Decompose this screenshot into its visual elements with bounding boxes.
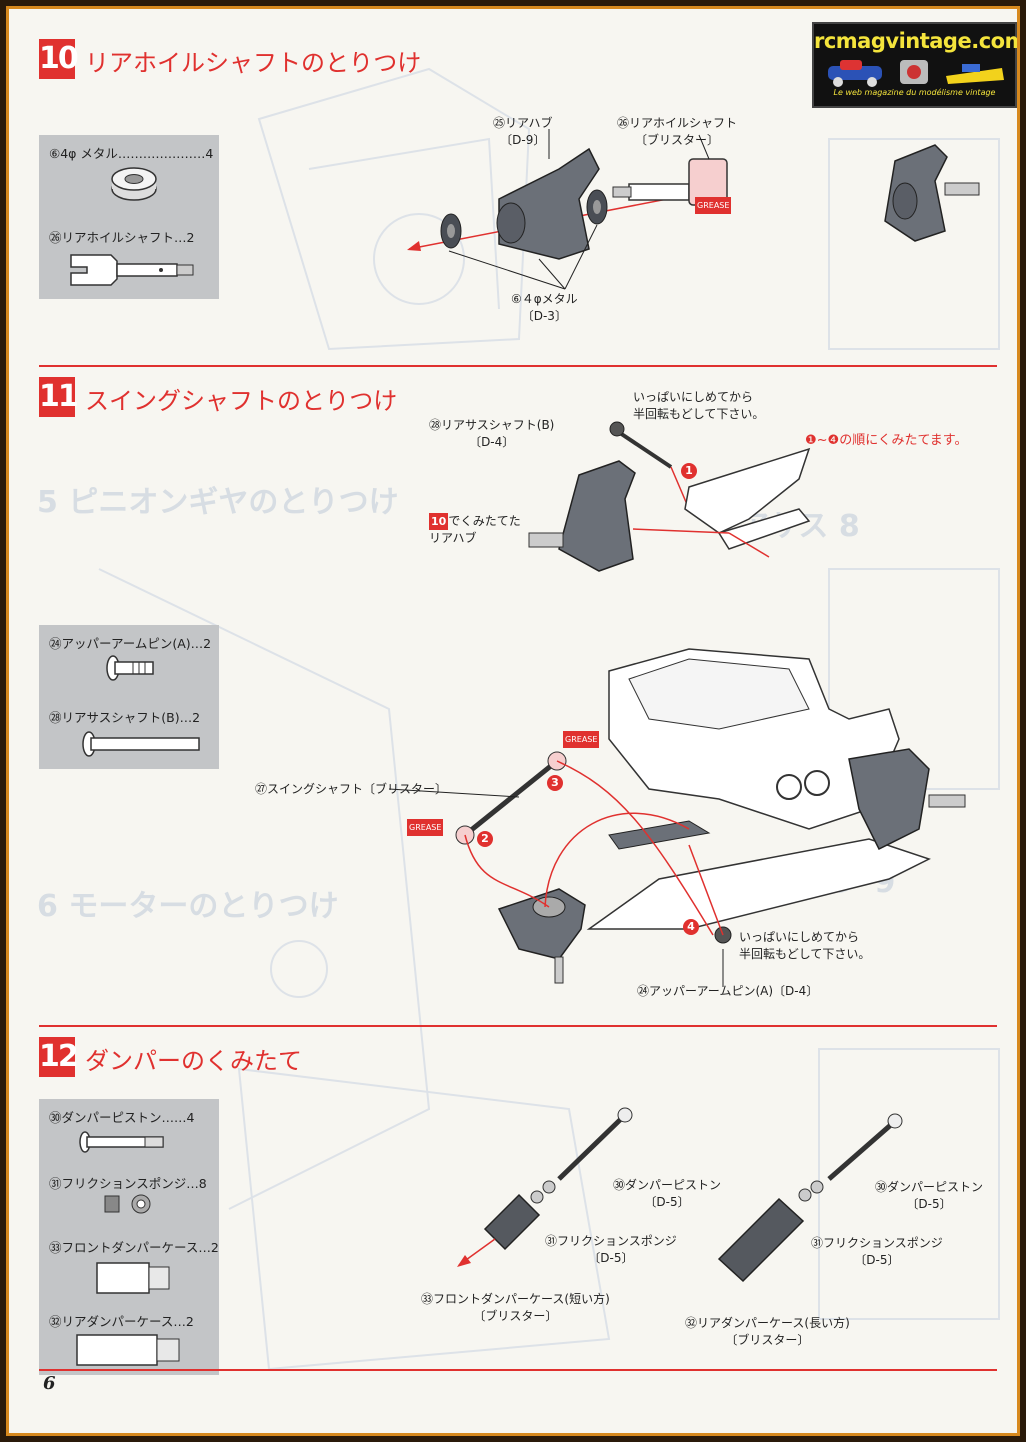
rear-sus-shaft-icon <box>82 731 200 757</box>
upper-arm-pin-icon <box>106 655 154 681</box>
metal-bushing-icon <box>111 167 157 201</box>
assembled-hub-text: でくみたてた <box>448 514 521 528</box>
step-marker-4: 4 <box>683 919 699 935</box>
parts-label-wheel-shaft: ㉖リアホイルシャフト…2 <box>49 230 195 245</box>
showthrough-heading-5: 5 ピニオンギヤのとりつけ <box>37 485 399 520</box>
callout-grease-11a: GREASE <box>563 731 600 748</box>
rear-hub-ref: 〔D-9〕 <box>500 133 546 147</box>
sponge-front-label: ㉛フリクションスポンジ <box>545 1234 677 1248</box>
wheel-shaft-label: ㉖リアホイルシャフト <box>617 116 738 130</box>
wheel-shaft-icon <box>70 254 194 286</box>
front-case-label: ㉝フロントダンパーケース(短い方) <box>421 1292 610 1306</box>
callout-rear-sus-shaft: ㉘リアサスシャフト(B) 〔D-4〕 <box>429 417 554 451</box>
tighten-bottom-line2: 半回転もどして下さい。 <box>739 947 871 961</box>
section-10-title: リアホイルシャフトのとりつけ <box>85 49 422 77</box>
step-marker-2: 2 <box>477 831 493 847</box>
section-10-finished-hub-icon <box>884 144 980 242</box>
damper-piston-icon <box>79 1131 164 1153</box>
piston-front-ref: 〔D-5〕 <box>644 1195 690 1209</box>
section-12-number: 12 <box>39 1037 79 1077</box>
section-11-number: 11 <box>39 377 79 417</box>
sponge-rear-ref: 〔D-5〕 <box>854 1253 900 1267</box>
callout-swing-shaft: ㉗スイングシャフト〔ブリスター〕 <box>255 782 448 796</box>
front-case-ref: 〔ブリスター〕 <box>473 1309 558 1323</box>
parts-label-rear-sus-shaft: ㉘リアサスシャフト(B)…2 <box>49 710 201 725</box>
assembly-order-note: ❶~❹の順にくみたてます。 <box>805 433 968 448</box>
page-number: 6 <box>43 1373 56 1394</box>
section-10-parts-box: ⑥4φ メタル…………………4 ㉖リアホイルシャフト…2 <box>39 135 219 299</box>
callout-rear-hub: ㉕リアハブ 〔D-9〕 <box>493 115 553 149</box>
watermark-subtitle: Le web magazine du modélisme vintage <box>833 88 996 97</box>
tighten-bottom-line1: いっぱいにしめてから <box>739 930 860 944</box>
callout-sponge-rear: ㉛フリクションスポンジ 〔D-5〕 <box>811 1235 943 1269</box>
callout-piston-front: ㉚ダンパーピストン 〔D-5〕 <box>613 1177 721 1211</box>
sponge-front-ref: 〔D-5〕 <box>588 1251 634 1265</box>
piston-front-label: ㉚ダンパーピストン <box>613 1178 722 1192</box>
callout-grease-10: GREASE <box>695 197 732 214</box>
parts-label-sponge: ㉛フリクションスポンジ…8 <box>49 1176 207 1191</box>
metal-label: ⑥４φメタル <box>511 292 578 306</box>
car-icons <box>828 60 1004 87</box>
parts-label-upper-arm-pin: ㉔アッパーアームピン(A)…2 <box>49 636 212 651</box>
watermark-title: rcmagvintage.com <box>814 29 1020 53</box>
callout-tighten-bottom: いっぱいにしめてから 半回転もどして下さい。 <box>739 929 870 963</box>
section-11-title: スイングシャフトのとりつけ <box>85 387 398 415</box>
section-divider-1 <box>39 365 997 367</box>
tighten-top-line2: 半回転もどして下さい。 <box>633 407 765 421</box>
callout-rear-case: ㉜リアダンパーケース(長い方) 〔ブリスター〕 <box>685 1315 850 1349</box>
manual-page: 5 ピニオンギヤのとりつけ 6 モーターのとりつけ リアサス 8 リアダン 9 … <box>6 6 1020 1436</box>
friction-sponge-icon <box>104 1194 151 1214</box>
section-10-diagram <box>407 129 728 290</box>
parts-label-rear-case: ㉜リアダンパーケース…2 <box>49 1314 194 1329</box>
parts-label-metal: ⑥4φ メタル…………………4 <box>49 146 214 161</box>
callout-tighten-top: いっぱいにしめてから 半回転もどして下さい。 <box>633 389 764 423</box>
section-divider-2 <box>39 1025 997 1027</box>
callout-sponge-front: ㉛フリクションスポンジ 〔D-5〕 <box>545 1233 677 1267</box>
callout-front-case: ㉝フロントダンパーケース(短い方) 〔ブリスター〕 <box>421 1291 610 1325</box>
metal-ref: 〔D-3〕 <box>521 309 567 323</box>
rear-case-ref: 〔ブリスター〕 <box>725 1333 810 1347</box>
step-marker-1: 1 <box>681 463 697 479</box>
rear-sus-shaft-label: ㉘リアサスシャフト(B) <box>429 418 555 432</box>
rear-sus-shaft-ref: 〔D-4〕 <box>469 435 515 449</box>
rear-case-label: ㉜リアダンパーケース(長い方) <box>685 1316 850 1330</box>
front-damper-case-icon <box>96 1262 170 1294</box>
sponge-rear-label: ㉛フリクションスポンジ <box>811 1236 943 1250</box>
callout-wheel-shaft: ㉖リアホイルシャフト 〔ブリスター〕 <box>617 115 737 149</box>
parts-label-front-case: ㉝フロントダンパーケース…2 <box>49 1240 219 1255</box>
tighten-top-line1: いっぱいにしめてから <box>633 390 754 404</box>
piston-rear-ref: 〔D-5〕 <box>906 1197 952 1211</box>
footer-line <box>39 1369 997 1371</box>
assembled-hub-line2: リアハブ <box>429 531 477 545</box>
section-12-diagram <box>457 1107 903 1283</box>
rear-hub-label: ㉕リアハブ <box>493 116 553 130</box>
section-10-ref-badge: 10 <box>429 513 449 530</box>
callout-metal: ⑥４φメタル 〔D-3〕 <box>511 291 578 325</box>
callout-upper-arm-pin: ㉔アッパーアームピン(A)〔D-4〕 <box>637 984 819 998</box>
showthrough-heading-6: 6 モーターのとりつけ <box>37 889 339 924</box>
rear-damper-case-icon <box>76 1334 180 1366</box>
parts-label-piston: ㉚ダンパーピストン……4 <box>49 1110 195 1125</box>
step-marker-3: 3 <box>547 775 563 791</box>
piston-rear-label: ㉚ダンパーピストン <box>875 1180 984 1194</box>
section-11-parts-box: ㉔アッパーアームピン(A)…2 ㉘リアサスシャフト(B)…2 <box>39 625 219 769</box>
section-12-title: ダンパーのくみたて <box>85 1047 302 1075</box>
watermark-logo: rcmagvintage.com Le web magazine du modé… <box>812 22 1017 108</box>
callout-grease-11b: GREASE <box>407 819 444 836</box>
wheel-shaft-ref: 〔ブリスター〕 <box>635 133 720 147</box>
section-11-diagram <box>389 421 966 987</box>
section-12-parts-box: ㉚ダンパーピストン……4 ㉛フリクションスポンジ…8 ㉝フロントダンパーケース…… <box>39 1099 219 1375</box>
callout-piston-rear: ㉚ダンパーピストン 〔D-5〕 <box>875 1179 983 1213</box>
section-10-number: 10 <box>39 39 79 79</box>
